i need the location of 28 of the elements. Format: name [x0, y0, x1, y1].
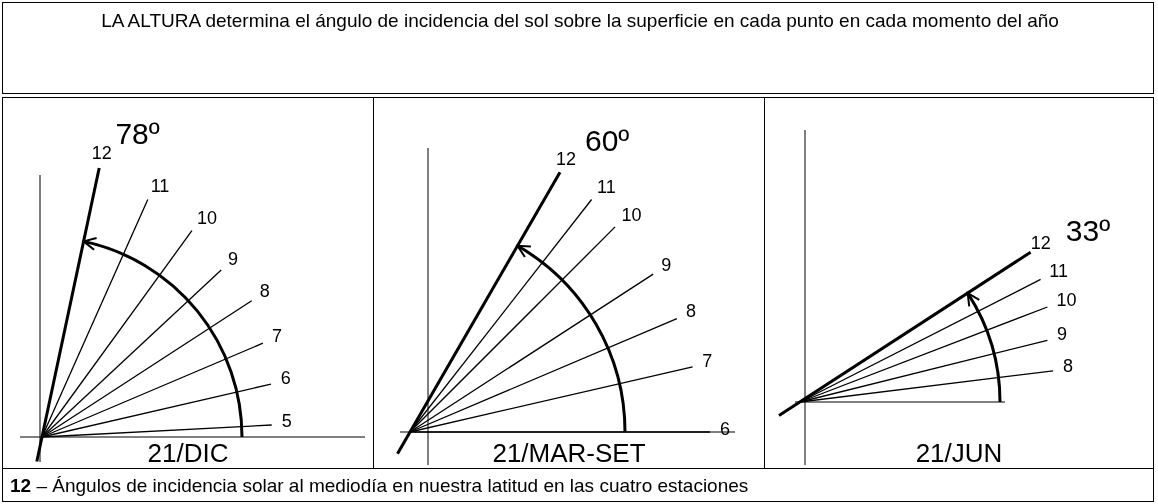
- angle-value: 33º: [1065, 215, 1111, 246]
- hour-number: 9: [227, 249, 238, 268]
- hour-number: 11: [150, 176, 170, 195]
- hour-number: 6: [280, 369, 291, 388]
- hour-number: 7: [271, 326, 282, 345]
- caption: 12 – Ángulos de incidencia solar al mediodía en nuestra latitud en las cuatro estaciones: [10, 476, 749, 495]
- hour-number: 8: [259, 282, 270, 301]
- hour-number: 12: [1030, 233, 1051, 252]
- hour-number: 11: [1049, 261, 1068, 280]
- date-label: 21/DIC: [146, 440, 230, 466]
- hour-number: 10: [1056, 290, 1077, 309]
- hour-number: 7: [702, 352, 713, 371]
- hour-number: 12: [556, 149, 577, 168]
- hour-number: 9: [661, 255, 672, 274]
- angle-value: 78º: [115, 118, 160, 149]
- hour-number: 11: [597, 178, 616, 197]
- date-label: 21/MAR-SET: [491, 440, 647, 466]
- hour-number: 9: [1057, 325, 1068, 344]
- hour-number: 8: [686, 302, 696, 320]
- table-header: LA ALTURA determina el ángulo de incidencia del sol sobre la superficie en cada punto en cada momento del año: [100, 10, 1060, 33]
- hour-number: 8: [1063, 357, 1073, 376]
- hour-number: 12: [91, 144, 112, 163]
- hour-number: 10: [196, 209, 217, 227]
- hour-number: 5: [281, 412, 292, 431]
- hour-number: 6: [720, 420, 730, 438]
- angle-value: 60º: [585, 126, 630, 157]
- date-label: 21/JUN: [914, 440, 1004, 466]
- hour-number: 10: [621, 206, 642, 225]
